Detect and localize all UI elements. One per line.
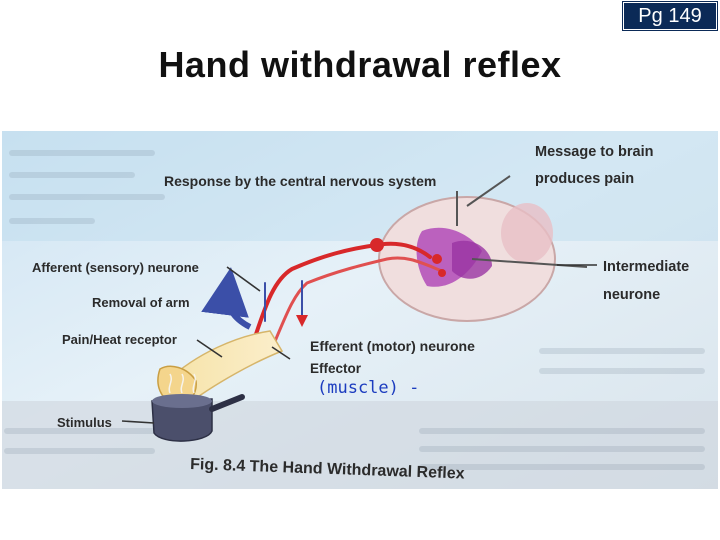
leader-lines bbox=[121, 264, 597, 424]
slide-title: Hand withdrawal reflex bbox=[158, 44, 562, 85]
bleed-through-text bbox=[4, 150, 705, 470]
label-message-brain-line1: Message to brain bbox=[535, 144, 653, 160]
label-afferent: Afferent (sensory) neurone bbox=[32, 260, 199, 275]
label-removal: Removal of arm bbox=[92, 295, 190, 310]
label-response-cns: Response by the central nervous system bbox=[164, 173, 436, 189]
handwritten-note: (muscle) - bbox=[317, 378, 419, 398]
label-effector: Effector bbox=[310, 361, 362, 376]
label-intermediate-line2: neurone bbox=[603, 287, 660, 303]
spinal-cord bbox=[378, 175, 588, 322]
label-intermediate-line1: Intermediate bbox=[603, 259, 689, 275]
label-receptor: Pain/Heat receptor bbox=[62, 332, 177, 347]
label-stimulus: Stimulus bbox=[57, 415, 112, 430]
label-message-brain-line2: produces pain bbox=[535, 171, 634, 187]
reflex-diagram: Response by the central nervous system M… bbox=[2, 131, 718, 489]
pot-stimulus bbox=[151, 373, 245, 442]
page-number-badge: Pg 149 bbox=[623, 2, 717, 30]
label-efferent: Efferent (motor) neurone bbox=[310, 338, 475, 354]
figure-photo: Response by the central nervous system M… bbox=[2, 131, 718, 489]
removal-arrow bbox=[201, 267, 252, 330]
ganglion bbox=[370, 238, 384, 252]
